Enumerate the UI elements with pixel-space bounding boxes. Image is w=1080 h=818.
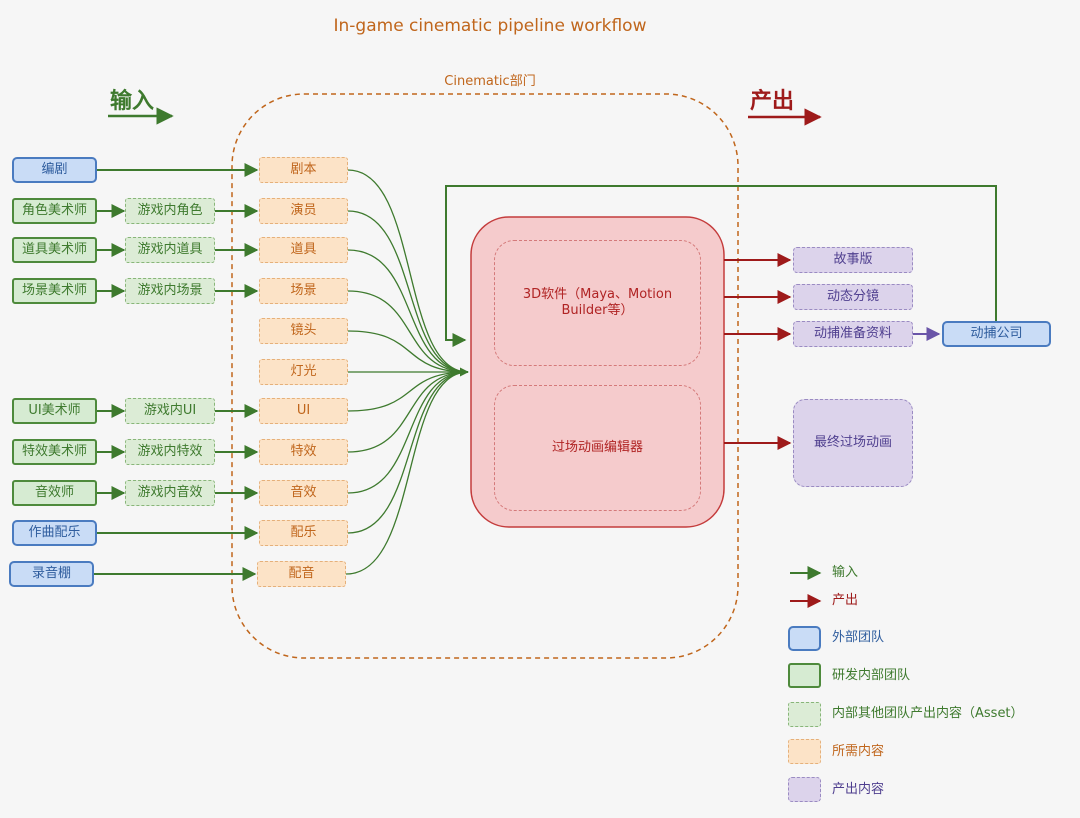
prop-artist-node: 道具美术师 — [12, 237, 97, 263]
asset-scene-node: 游戏内场景 — [125, 278, 215, 304]
output-lines — [724, 253, 792, 450]
req-vfx-node: 特效 — [259, 439, 348, 465]
legend-product-label: 产出内容 — [832, 781, 885, 797]
req-prop-node: 道具 — [259, 237, 348, 263]
req-scene-node: 场景 — [259, 278, 348, 304]
mocap-company-node: 动捕公司 — [942, 321, 1051, 347]
req-script-node: 剧本 — [259, 157, 348, 183]
legend-external-swatch — [788, 626, 821, 651]
studio-node: 录音棚 — [9, 561, 94, 587]
req-music-node: 配乐 — [259, 520, 348, 546]
legend-asset-swatch — [788, 702, 821, 727]
department-label: Cinematic部门 — [444, 73, 536, 89]
diagram-title: In-game cinematic pipeline workflow — [333, 16, 647, 37]
req-light-node: 灯光 — [259, 359, 348, 385]
animatic-node: 动态分镜 — [793, 284, 913, 310]
req-voice-node: 配音 — [257, 561, 346, 587]
production-hub — [470, 216, 725, 528]
req-actor-node: 演员 — [259, 198, 348, 224]
req-lens-node: 镜头 — [259, 318, 348, 344]
storyboard-node: 故事版 — [793, 247, 913, 273]
legend-asset-label: 内部其他团队产出内容（Asset） — [832, 705, 1024, 721]
legend-input-label: 输入 — [832, 564, 859, 580]
legend-external-label: 外部团队 — [832, 629, 885, 645]
asset-char-node: 游戏内角色 — [125, 198, 215, 224]
mocap-prep-node: 动捕准备资料 — [793, 321, 913, 347]
legend-required-swatch — [788, 739, 821, 764]
input-lines — [94, 163, 259, 581]
cinematic-department-boundary — [231, 93, 739, 659]
writer-node: 编剧 — [12, 157, 97, 183]
output-header-label: 产出 — [749, 89, 794, 115]
legend-product-swatch — [788, 777, 821, 802]
asset-prop-node: 游戏内道具 — [125, 237, 215, 263]
cutscene-editor-node: 过场动画编辑器 — [494, 385, 701, 511]
legend-internal-swatch — [788, 663, 821, 688]
software-3d-node: 3D软件（Maya、Motion Builder等） — [494, 240, 701, 366]
legend-internal-label: 研发内部团队 — [832, 667, 911, 683]
composer-node: 作曲配乐 — [12, 520, 97, 546]
final-cinematic-node: 最终过场动画 — [793, 399, 913, 487]
input-header-label: 输入 — [109, 89, 154, 115]
asset-sfx-node: 游戏内音效 — [125, 480, 215, 506]
legend-output-label: 产出 — [832, 592, 859, 608]
asset-ui-node: 游戏内UI — [125, 398, 215, 424]
scene-artist-node: 场景美术师 — [12, 278, 97, 304]
ui-artist-node: UI美术师 — [12, 398, 97, 424]
legend-required-label: 所需内容 — [832, 743, 885, 759]
sound-designer-node: 音效师 — [12, 480, 97, 506]
asset-vfx-node: 游戏内特效 — [125, 439, 215, 465]
vfx-artist-node: 特效美术师 — [12, 439, 97, 465]
mocap-feedback-loop — [445, 185, 997, 347]
req-ui-node: UI — [259, 398, 348, 424]
merge-curves — [345, 169, 469, 575]
char-artist-node: 角色美术师 — [12, 198, 97, 224]
req-sfx-node: 音效 — [259, 480, 348, 506]
